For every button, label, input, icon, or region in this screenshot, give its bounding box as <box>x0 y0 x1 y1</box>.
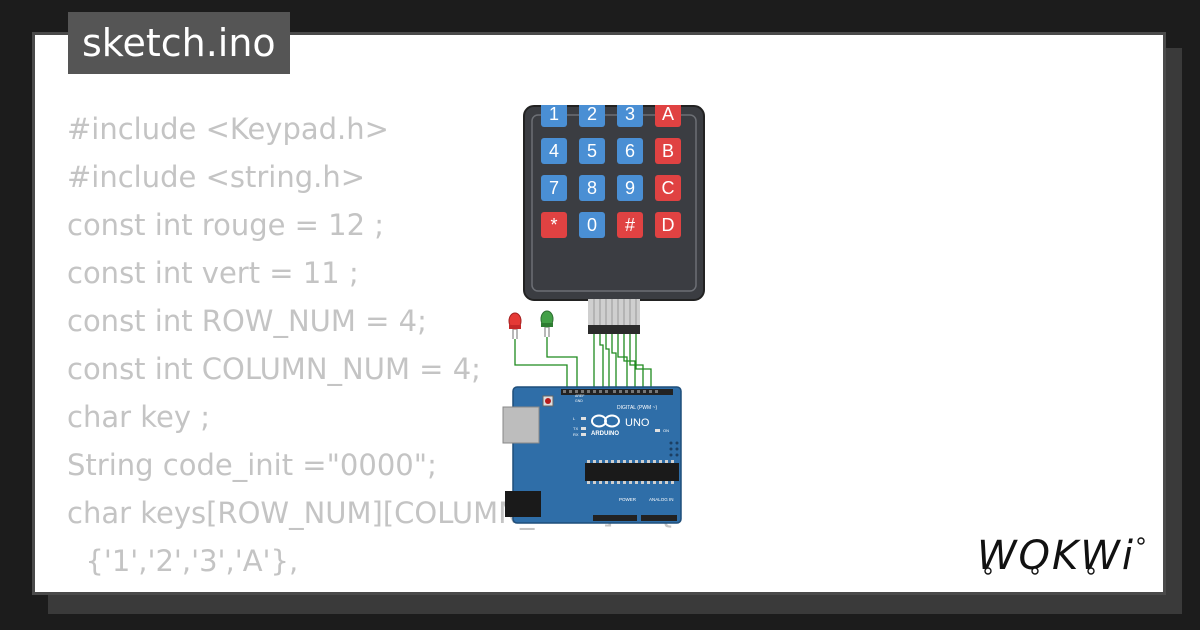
wires <box>514 334 652 387</box>
digital-header <box>561 389 673 395</box>
arduino-brand-label: ARDUINO <box>591 431 619 437</box>
keypad-key-label: * <box>550 215 557 235</box>
keypad-key-8[interactable]: 8 <box>579 175 605 201</box>
keypad-key-label: 7 <box>549 178 559 198</box>
code-line: #include <string.h> <box>67 160 366 194</box>
analog-label: ANALOG IN <box>649 497 674 502</box>
digital-label: DIGITAL (PWM ~) <box>617 405 657 411</box>
usb-port <box>502 406 540 444</box>
code-line: const int rouge = 12 ; <box>67 208 385 242</box>
keypad-key-5[interactable]: 5 <box>579 138 605 164</box>
keypad-key-label: D <box>662 215 675 235</box>
keypad-pin-housing <box>588 325 640 334</box>
circuit-diagram: 1 2 3 A 4 5 6 B 7 8 9 C * 0 # D <box>502 105 705 524</box>
keypad-key-face <box>655 105 681 127</box>
aref-label: AREF <box>575 394 584 398</box>
keypad-key-face <box>655 175 681 201</box>
file-name-tag: sketch.ino <box>68 12 290 74</box>
keypad-key-face <box>617 175 643 201</box>
keypad-key-label: 8 <box>587 178 597 198</box>
keypad-key-1[interactable]: 1 <box>541 105 567 127</box>
keypad-key-label: 5 <box>587 141 597 161</box>
keypad-key-4[interactable]: 4 <box>541 138 567 164</box>
keypad-key-3[interactable]: 3 <box>617 105 643 127</box>
keypad-bezel <box>531 114 697 292</box>
keypad-key-C[interactable]: C <box>655 175 681 201</box>
atmega-chip <box>585 463 679 481</box>
power-label: POWER <box>619 497 637 502</box>
keypad-key-face <box>579 175 605 201</box>
rx-label: RX <box>573 432 579 437</box>
keypad-key-label: # <box>625 215 635 235</box>
keypad-key-face <box>541 175 567 201</box>
preview-card: #include <Keypad.h> #include <string.h> co… <box>32 32 1166 595</box>
wokwi-wordmark: WOKWi <box>977 533 1135 579</box>
logo-node-icon <box>984 567 992 575</box>
gnd-label: GND <box>575 399 583 403</box>
keypad-key-9[interactable]: 9 <box>617 175 643 201</box>
keypad-key-6[interactable]: 6 <box>617 138 643 164</box>
keypad-key-label: B <box>662 141 674 161</box>
keypad-key-D[interactable]: D <box>655 212 681 238</box>
keypad-connector <box>588 299 640 334</box>
wokwi-logo[interactable]: WOKWi <box>975 527 1151 579</box>
led-green[interactable] <box>540 310 554 337</box>
uno-label: UNO <box>625 417 650 429</box>
keypad-key-A[interactable]: A <box>655 105 681 127</box>
keypad-key-face <box>541 138 567 164</box>
keypad-key-label: 0 <box>587 215 597 235</box>
keypad-key-face <box>579 212 605 238</box>
code-line: #include <Keypad.h> <box>67 112 389 146</box>
keypad-key-*[interactable]: * <box>541 212 567 238</box>
code-line: const int vert = 11 ; <box>67 256 359 290</box>
arduino-logo-icon <box>591 414 620 428</box>
l-label: L <box>573 416 576 421</box>
keypad-key-label: 2 <box>587 105 597 124</box>
keypad-key-face <box>655 138 681 164</box>
tx-label: TX <box>573 426 578 431</box>
code-line: const int COLUMN_NUM = 4; <box>67 352 481 386</box>
keypad-key-#[interactable]: # <box>617 212 643 238</box>
code-editor: #include <Keypad.h> #include <string.h> co… <box>67 105 675 592</box>
code-line: {'1','2','3','A'}, <box>67 544 299 578</box>
keypad-key-label: 9 <box>625 178 635 198</box>
keypad-key-label: 1 <box>549 105 559 124</box>
arduino-uno-board[interactable]: DIGITAL (PWM ~) AREF GND UNO ARDUINO TX … <box>502 386 682 524</box>
keypad-key-face <box>655 212 681 238</box>
keypad-key-face <box>617 138 643 164</box>
keypad-key-B[interactable]: B <box>655 138 681 164</box>
keypad-key-face <box>579 138 605 164</box>
keypad-key-0[interactable]: 0 <box>579 212 605 238</box>
analog-header <box>641 515 677 521</box>
keypad-body <box>523 105 705 301</box>
keypad-key-face <box>579 105 605 127</box>
keypad-key-label: 3 <box>625 105 635 124</box>
keypad-key-label: 4 <box>549 141 559 161</box>
code-line: char key ; <box>67 400 210 434</box>
keypad-key-2[interactable]: 2 <box>579 105 605 127</box>
keypad-key-face <box>541 212 567 238</box>
keypad-key-label: A <box>662 105 674 124</box>
keypad-key-face <box>617 212 643 238</box>
on-label: ON <box>663 428 669 433</box>
power-header <box>593 515 637 521</box>
keypad-key-7[interactable]: 7 <box>541 175 567 201</box>
code-line: String code_init ="0000"; <box>67 448 437 482</box>
code-line: {'4','5','6','B'}, <box>67 585 675 592</box>
keypad-key-face <box>541 105 567 127</box>
led-red[interactable] <box>508 312 522 339</box>
keypad-key-label: C <box>662 178 675 198</box>
power-jack <box>505 491 541 517</box>
keypad-key-label: 6 <box>625 141 635 161</box>
keypad-4x4[interactable]: 1 2 3 A 4 5 6 B 7 8 9 C * 0 # D <box>523 105 705 301</box>
code-line: const int ROW_NUM = 4; <box>67 304 427 338</box>
keypad-key-face <box>617 105 643 127</box>
